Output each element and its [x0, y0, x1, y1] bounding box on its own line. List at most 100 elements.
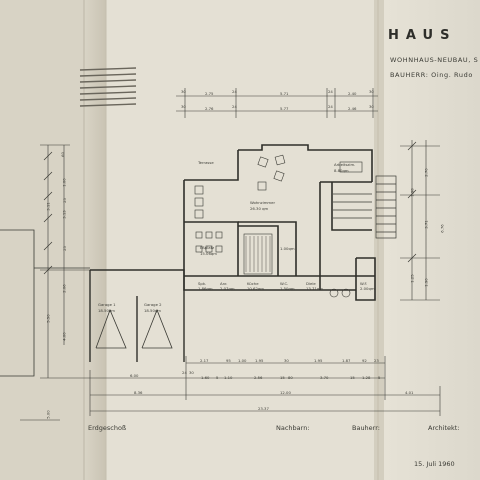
dim-bottom-1b: 95: [226, 358, 231, 363]
dim-top-mark-2: 24: [232, 89, 237, 94]
dim-top-mark-8: 30: [369, 104, 374, 109]
dim-bottom-2g: 2.56: [254, 375, 263, 380]
room-utility: W.F.: [360, 281, 368, 286]
dim-bottom-2e: 5: [216, 375, 219, 380]
dim-right-6: 1.90: [423, 278, 429, 287]
dim-bottom-2c: 30: [189, 370, 194, 375]
dim-top-1b: 5.71: [280, 91, 289, 96]
room-garage-2-area: 18.50qm: [144, 308, 161, 313]
room-garage-1-area: 18.50qm: [98, 308, 115, 313]
garage-car-marks: [95, 308, 173, 349]
dim-top-1c: 2.40: [348, 91, 357, 96]
dim-bottom-2a: 6.00: [130, 373, 139, 378]
dim-top-2c: 2.46: [348, 106, 357, 111]
dim-bottom-1c: 1.00: [238, 358, 247, 363]
room-hall-area: 13.71qm: [306, 286, 323, 291]
dim-left-2: 60: [59, 152, 65, 157]
dim-top-mark-3: 24: [328, 89, 333, 94]
small-room-area: 1.00qm: [280, 246, 295, 251]
room-storage-area: 2.07qm: [220, 286, 235, 291]
room-study-area: 8.80qm: [334, 168, 349, 173]
dim-left-10: 5.00: [45, 410, 51, 419]
dim-left-7: 2.06: [61, 284, 67, 293]
dim-bottom-1g: 1.87: [342, 358, 351, 363]
dim-left-1: 3.11: [45, 202, 51, 211]
dim-top-2a: 2.76: [205, 106, 214, 111]
paper-panel-middle: [106, 0, 378, 480]
dim-right-4: 6.76: [439, 224, 445, 233]
dim-top-mark-1: 30: [181, 89, 186, 94]
dim-ticks: [43, 141, 417, 275]
room-dining-area: 15.06qm: [200, 251, 217, 256]
date-label: 15. Juli 1960: [414, 460, 455, 468]
room-terrace: Terrasse: [198, 160, 214, 165]
room-pantry: Spk.: [198, 281, 207, 286]
room-garage-1: Garage 1: [98, 302, 116, 307]
dim-top-mark-7: 24: [328, 104, 333, 109]
furniture: [194, 154, 363, 298]
room-utility-area: 2.00qm: [360, 286, 375, 291]
dim-top-2b: 5.77: [280, 106, 289, 111]
dim-bottom-2f: 1.10: [224, 375, 233, 380]
dim-right-1: 2.70: [423, 168, 429, 177]
owner-label: Bauherr:: [352, 424, 380, 432]
dim-bottom-3a: 8.36: [134, 390, 143, 395]
room-dining: Eßplatz: [200, 245, 215, 250]
dim-left-4: 25: [61, 198, 67, 203]
hatch-marks: [79, 67, 137, 107]
room-wc: W.C.: [280, 281, 289, 286]
garage-outline: [89, 269, 185, 362]
room-garage-2: Garage 2: [144, 302, 162, 307]
dim-bottom-1i: 23: [374, 358, 379, 363]
room-study: Arbeitszim.: [334, 162, 356, 167]
room-pantry-area: 1.86qm: [198, 286, 213, 291]
owner-line: BAUHERR: Oing. Rudo: [390, 71, 473, 79]
paper-panel-right: [384, 0, 480, 480]
project-subtitle: WOHNHAUS-NEUBAU, S: [390, 56, 479, 64]
dim-bottom-3b: 12.00: [280, 390, 291, 395]
left-wing-outline: [0, 229, 90, 377]
room-wc-area: 1.50qm: [280, 286, 295, 291]
dim-right-3: 3.71: [423, 220, 429, 229]
dim-bottom-2i: 80: [288, 375, 293, 380]
dim-right-5: 1.25: [409, 274, 415, 283]
dim-bottom-1d: 1.95: [255, 358, 264, 363]
dim-bottom-2k: 15: [350, 375, 355, 380]
dim-top-1a: 2.75: [205, 91, 214, 96]
dim-bottom-1e: 30: [284, 358, 289, 363]
neighbor-label: Nachbarn:: [276, 424, 310, 432]
room-kitchen: Küche: [247, 281, 259, 286]
dim-top-mark-6: 24: [232, 104, 237, 109]
dim-bottom-total: 23.37: [258, 406, 269, 411]
staircase: [333, 175, 397, 239]
dim-top-mark-5: 30: [181, 104, 186, 109]
paper-panel-left: [0, 0, 84, 480]
dim-right-2: 1.98: [409, 188, 415, 197]
dim-bottom-2h: 15: [280, 375, 285, 380]
kitchen-hatch: [245, 236, 271, 272]
dim-bottom-2j: 3.70: [320, 375, 329, 380]
room-living: Wohnzimmer: [250, 200, 276, 205]
paper-fold-right: [374, 0, 384, 480]
dim-bottom-2m: 5: [378, 375, 381, 380]
dim-bottom-1a: 2.17: [200, 358, 209, 363]
dim-left-6: 25: [61, 246, 67, 251]
dim-left-9: 4.00: [61, 332, 67, 341]
dim-bottom-2b: 24: [182, 370, 187, 375]
dim-left-8: 5.50: [45, 314, 51, 323]
room-living-area: 26.30 qm: [250, 206, 269, 211]
dim-bottom-1f: 1.95: [314, 358, 323, 363]
paper-fold-left: [84, 0, 106, 480]
dim-bottom-2l: 1.28: [362, 375, 371, 380]
room-kitchen-area: 10.62qm: [247, 286, 264, 291]
room-hall: Diele: [306, 281, 316, 286]
dim-bottom-1h: 92: [362, 358, 367, 363]
floor-level-label: Erdgeschoß: [88, 424, 127, 432]
architect-label: Architekt:: [428, 424, 460, 432]
dim-bottom-2d: 1.60: [201, 375, 210, 380]
sheet-title: HAUS: [388, 28, 457, 43]
dim-bottom-3c: 4.01: [405, 390, 414, 395]
dim-top-mark-4: 30: [369, 89, 374, 94]
dim-left-3: 1.00: [61, 178, 67, 187]
